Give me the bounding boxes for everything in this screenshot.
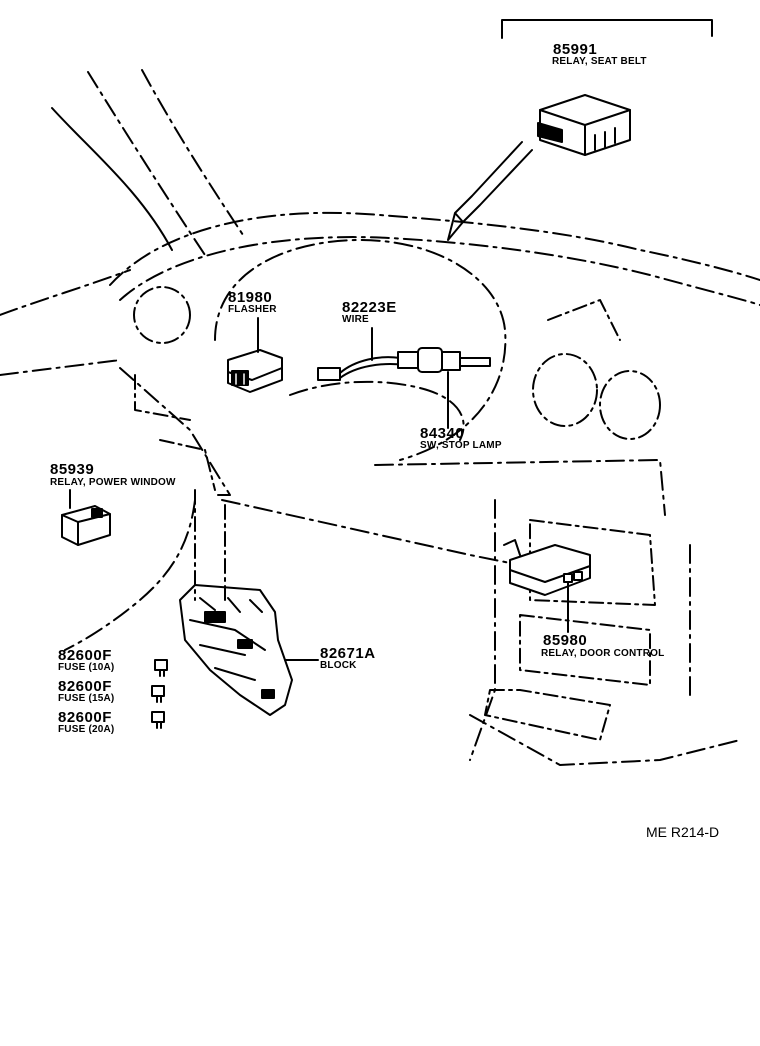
- flasher-shape: [227, 349, 283, 393]
- dash-lower-line: [221, 499, 521, 566]
- left-knee-panel: [134, 374, 191, 421]
- part-name-seat-belt-relay: RELAY, SEAT BELT: [552, 56, 647, 67]
- part-number-stop-lamp-switch: 84340: [420, 425, 465, 442]
- part-number-block: 82671A: [320, 645, 376, 662]
- fuse-20a-shape: [151, 711, 165, 729]
- a-pillar-left: [51, 107, 173, 251]
- steering-wheel: [214, 239, 507, 461]
- stop-lamp-switch-shape: [397, 347, 491, 373]
- lower-left-panel: [119, 367, 231, 496]
- seatbelt-relay-shape: [537, 94, 631, 156]
- part-name-stop-lamp-switch: SW, STOP LAMP: [420, 440, 502, 451]
- seatbelt-arrow: [447, 141, 533, 241]
- left-trim: [159, 439, 216, 491]
- steering-column: [289, 380, 465, 441]
- part-name-block: BLOCK: [320, 660, 357, 671]
- left-vent: [133, 286, 191, 344]
- part-name-wire: WIRE: [342, 314, 369, 325]
- part-name-flasher: FLASHER: [228, 304, 277, 315]
- part-number-flasher: 81980: [228, 289, 273, 306]
- windshield-pillar-inner: [141, 69, 246, 239]
- part-name-fuse-15a: FUSE (15A): [58, 693, 115, 704]
- console-panel: [519, 614, 651, 686]
- callout-bracket: [501, 19, 713, 39]
- door-control-relay-shape: [503, 539, 591, 596]
- part-number-door-control-relay: 85980: [543, 632, 588, 649]
- wire-connector: [317, 367, 341, 381]
- part-number-fuse-15a: 82600F: [58, 678, 112, 695]
- part-name-door-control-relay: RELAY, DOOR CONTROL: [541, 648, 665, 659]
- dash-top-contour: [109, 211, 760, 286]
- part-name-fuse-20a: FUSE (20A): [58, 724, 115, 735]
- diagram-reference: ME R214-D: [646, 824, 720, 840]
- center-vent-1: [532, 353, 598, 427]
- part-number-fuse-20a: 82600F: [58, 709, 112, 726]
- center-vent-2: [599, 370, 661, 440]
- part-number-seat-belt-relay: 85991: [553, 41, 598, 58]
- junction-block-shape: [179, 584, 293, 716]
- console-lower: [484, 689, 611, 741]
- part-name-power-window-relay: RELAY, POWER WINDOW: [50, 477, 176, 488]
- fuse-15a-shape: [151, 685, 165, 703]
- dash-body-left: [64, 499, 196, 651]
- power-window-relay-shape: [61, 505, 111, 546]
- cluster-lower: [374, 459, 666, 516]
- part-number-fuse-10a: 82600F: [58, 647, 112, 664]
- right-vent-top: [547, 299, 621, 341]
- part-name-fuse-10a: FUSE (10A): [58, 662, 115, 673]
- floor-line: [469, 714, 741, 766]
- part-number-wire: 82223E: [342, 299, 397, 316]
- dash-top-contour-2: [119, 236, 760, 306]
- door-line-lower: [0, 359, 121, 376]
- door-line: [0, 269, 131, 316]
- part-number-power-window-relay: 85939: [50, 461, 95, 478]
- fuse-10a-shape: [154, 659, 168, 677]
